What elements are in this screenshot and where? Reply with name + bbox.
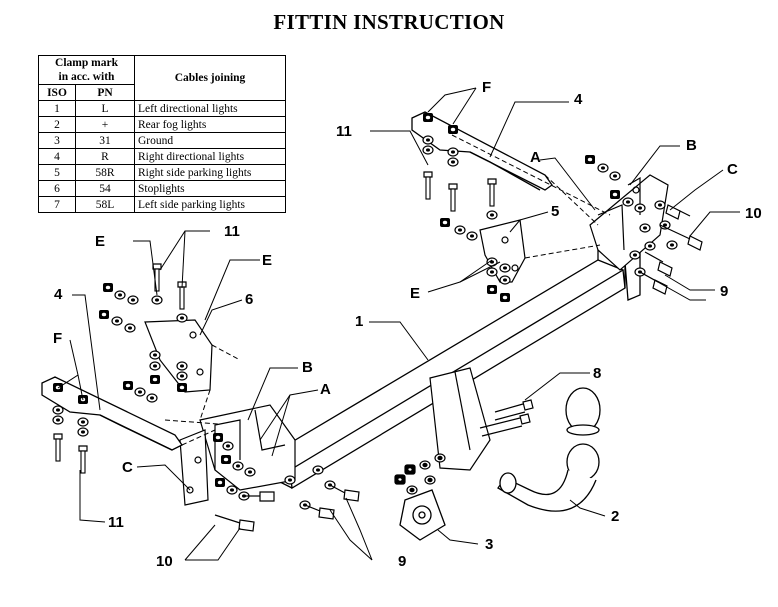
label-C-right: C bbox=[727, 161, 738, 178]
label-1: 1 bbox=[355, 313, 363, 330]
label-11-bottom: 11 bbox=[108, 514, 124, 531]
label-B-left: B bbox=[302, 359, 313, 376]
socket-plate-bracket bbox=[429, 367, 491, 471]
pn-cell: 58R bbox=[75, 164, 135, 181]
label-11-left: 11 bbox=[224, 223, 240, 240]
label-10-left: 10 bbox=[156, 553, 173, 570]
left-bracket-assembly bbox=[179, 404, 296, 506]
guide-lines bbox=[164, 134, 611, 446]
pn-cell: 58L bbox=[75, 196, 135, 213]
label-A-right: A bbox=[530, 149, 541, 166]
label-3: 3 bbox=[485, 536, 493, 553]
label-4-right: 4 bbox=[574, 91, 583, 108]
label-E-right: E bbox=[410, 285, 420, 302]
label-6: 6 bbox=[245, 291, 253, 308]
label-E-left: E bbox=[262, 252, 272, 269]
label-11-right: 11 bbox=[336, 123, 352, 140]
label-5: 5 bbox=[551, 203, 559, 220]
label-B-right: B bbox=[686, 137, 697, 154]
clamp-mark-header-line1: Clamp mark bbox=[55, 57, 118, 69]
label-8: 8 bbox=[593, 365, 601, 382]
label-10-right: 10 bbox=[745, 205, 762, 222]
description-cell: Right side parking lights bbox=[134, 164, 286, 181]
page-title: FITTIN INSTRUCTION bbox=[273, 10, 505, 34]
bracket-5 bbox=[479, 219, 526, 283]
pn-header: PN bbox=[75, 84, 135, 101]
label-9-left: 9 bbox=[398, 553, 406, 570]
side-arm-left bbox=[41, 376, 183, 451]
description-cell: Left side parking lights bbox=[134, 196, 286, 213]
label-A-left: A bbox=[320, 381, 331, 398]
label-F-right: F bbox=[482, 79, 491, 96]
leader-lines bbox=[57, 87, 740, 561]
clamp-mark-header: Clamp mark in acc. with bbox=[38, 55, 135, 85]
right-bracket-assembly bbox=[589, 174, 669, 271]
label-C-left: C bbox=[122, 459, 133, 476]
bolts-8 bbox=[394, 399, 534, 495]
label-F-left: F bbox=[53, 330, 62, 347]
label-2: 2 bbox=[611, 508, 619, 525]
description-cell: Stoplights bbox=[134, 180, 286, 197]
description-cell: Right directional lights bbox=[134, 148, 286, 165]
cables-joining-table: Clamp mark in acc. with Cables joining I… bbox=[38, 55, 286, 213]
clamp-mark-header-line2: in acc. with bbox=[58, 71, 115, 83]
socket-plate bbox=[399, 489, 446, 541]
cables-joining-header: Cables joining bbox=[134, 55, 286, 101]
side-arm-right bbox=[411, 111, 553, 191]
label-E-left-top: E bbox=[95, 233, 105, 250]
part-labels: F 4 11 A B C 10 5 E 9 E 11 E 6 4 F 1 B A… bbox=[53, 79, 762, 570]
label-4-left: 4 bbox=[54, 286, 63, 303]
label-9-right: 9 bbox=[720, 283, 728, 300]
bracket-6 bbox=[144, 319, 213, 393]
